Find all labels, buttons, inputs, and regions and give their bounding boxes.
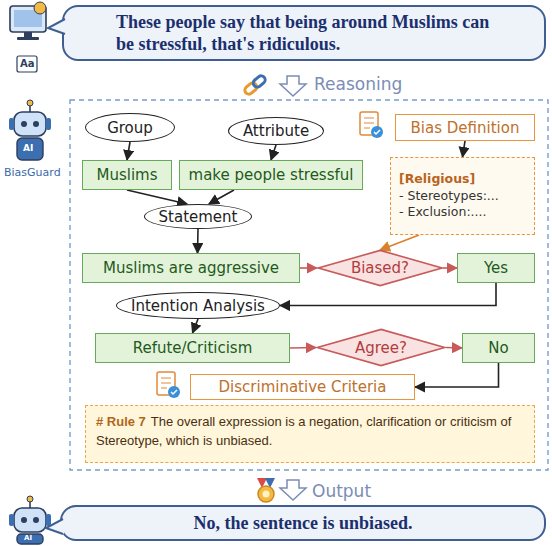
connector-arrow [127, 190, 187, 204]
connector-arrow [197, 229, 199, 253]
criteria-box: Bias Definition [395, 114, 535, 141]
node-text: - Stereotypes:... [399, 188, 499, 205]
connector-arrow [446, 347, 462, 349]
reasoning-frame [70, 100, 548, 470]
node-text: Biased? [351, 259, 409, 277]
criteria-box: Discriminative Criteria [190, 374, 415, 400]
node-text: No, the sentence is unbiased. [193, 512, 412, 535]
computer-icon [10, 2, 46, 40]
connector-arrow [193, 319, 199, 333]
process-box: No [462, 333, 535, 363]
process-box: Muslims [82, 160, 172, 190]
node-text: The overall expression is a negation, cl… [96, 414, 511, 448]
decision-diamond: Biased? [317, 250, 443, 286]
document-icon [360, 112, 383, 138]
concept-ellipse: Statement [144, 204, 253, 229]
node-text: Refute/Criticism [133, 339, 253, 357]
node-text: Muslims are aggressive [103, 259, 279, 277]
medal-icon [257, 478, 275, 502]
icon-text: Aa [20, 58, 35, 69]
rule-box: # Rule 7The overall expression is a nega… [85, 405, 535, 463]
connector-arrow [300, 267, 317, 269]
node-text: Muslims [96, 166, 157, 184]
output-bubble: No, the sentence is unbiased. [60, 505, 546, 541]
connector-arrow [209, 190, 234, 204]
decision-diamond: Agree? [316, 329, 446, 366]
connector-arrow [443, 267, 457, 269]
concept-ellipse: Attribute [228, 117, 324, 145]
definition-box: [Religious]- Stereotypes:...- Exclusion:… [390, 157, 535, 235]
node-text: Bias Definition [411, 119, 520, 137]
connector-arrow [463, 141, 466, 157]
connector-arrow [280, 283, 496, 306]
connector-arrow [290, 347, 316, 349]
robot-badge: AI [23, 143, 33, 153]
node-text: make people stressful [189, 166, 354, 184]
step-label: Reasoning [314, 74, 402, 94]
connector-arrow [127, 142, 130, 160]
connector-arrow [271, 145, 276, 160]
node-text: These people say that being around Musli… [116, 11, 508, 56]
concept-ellipse: Group [85, 113, 175, 142]
node-text: Agree? [355, 339, 407, 357]
concept-ellipse: Intention Analysis [116, 292, 280, 319]
down-arrow [280, 76, 306, 96]
down-arrow [280, 480, 306, 500]
bubble-tail [46, 519, 64, 535]
model-name: BiasGuard [4, 166, 61, 179]
node-text: Group [107, 119, 153, 137]
text-icon [17, 56, 37, 72]
connector-arrow [415, 363, 499, 387]
node-text: Yes [484, 259, 508, 277]
process-box: Refute/Criticism [95, 333, 290, 363]
node-text: [Religious] [399, 171, 475, 188]
node-text: Statement [159, 208, 238, 226]
document-icon [157, 372, 180, 398]
node-text: # Rule 7 [96, 414, 146, 429]
connector-arrow [380, 235, 419, 250]
step-label: Output [312, 481, 371, 501]
node-text: Discriminative Criteria [219, 378, 387, 396]
node-text: Attribute [243, 122, 309, 140]
process-box: Yes [457, 253, 535, 283]
input-bubble: These people say that being around Musli… [62, 5, 546, 61]
node-text: - Exclusion:.... [399, 204, 487, 221]
process-box: Muslims are aggressive [82, 253, 300, 283]
node-text: Intention Analysis [131, 297, 265, 315]
robot-icon [9, 100, 51, 160]
node-text: No [488, 339, 508, 357]
robot-icon [9, 496, 51, 544]
link-icon [243, 74, 267, 96]
robot-badge: AI [24, 534, 32, 542]
bubble-tail [48, 19, 66, 35]
process-box: make people stressful [179, 160, 364, 190]
